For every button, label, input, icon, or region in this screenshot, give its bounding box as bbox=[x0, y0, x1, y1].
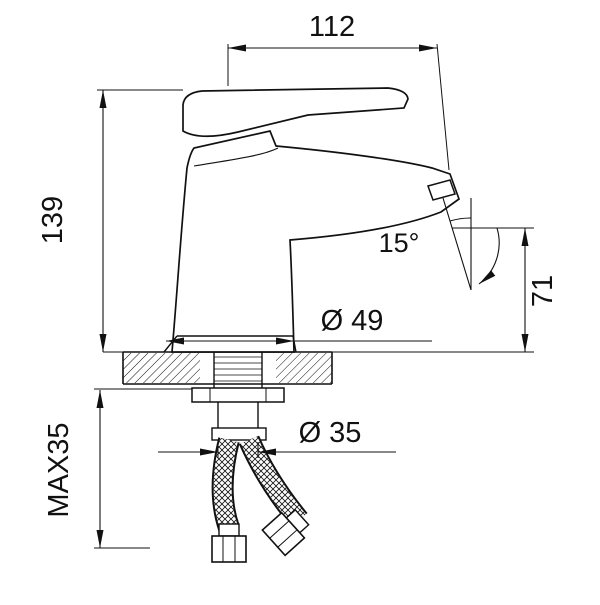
max-thickness-dimension-label: MAX35 bbox=[43, 422, 75, 517]
mounting-shank bbox=[191, 352, 285, 441]
faucet-neck-line bbox=[193, 147, 279, 167]
aerator bbox=[427, 179, 456, 201]
angle-lines bbox=[442, 197, 472, 291]
outlet-height-dimension-label: 71 bbox=[527, 275, 559, 307]
outlet-angle-label: 15° bbox=[379, 228, 420, 258]
faucet bbox=[163, 87, 461, 353]
faucet-body-spout bbox=[171, 130, 461, 353]
shank-lower bbox=[217, 402, 259, 428]
dimension-shank-diameter: Ø 35 bbox=[158, 417, 396, 458]
base-diameter-dimension-label: Ø 49 bbox=[321, 305, 384, 337]
ext-line-112-right bbox=[436, 43, 450, 171]
hose-nut-left bbox=[211, 523, 247, 563]
hose-nut-right bbox=[261, 508, 310, 557]
locking-nut bbox=[191, 387, 285, 403]
locking-nut-facets bbox=[209, 388, 267, 402]
angle-arc bbox=[449, 217, 472, 222]
dimension-body-height: 139 bbox=[37, 89, 183, 352]
dimension-base-diameter: Ø 49 bbox=[166, 305, 432, 345]
dimension-max-thickness: MAX35 bbox=[43, 388, 192, 549]
spout-reach-dimension-label: 112 bbox=[309, 11, 355, 43]
hose-left-braid bbox=[213, 437, 238, 531]
deck-hatch-right bbox=[276, 353, 332, 383]
angle-arrow-arc bbox=[478, 227, 500, 285]
shank-threads bbox=[214, 356, 262, 382]
body-height-dimension-label: 139 bbox=[37, 196, 69, 244]
deck-hatch-left bbox=[123, 353, 200, 383]
supply-hoses bbox=[211, 435, 310, 563]
shank-walls bbox=[213, 352, 263, 388]
shank-diameter-dimension-label: Ø 35 bbox=[299, 417, 362, 449]
dimension-outlet-height: 71 bbox=[452, 227, 559, 352]
hose-connector bbox=[211, 427, 267, 441]
dimension-spout-reach: 112 bbox=[227, 11, 450, 171]
mounting-deck bbox=[103, 351, 534, 385]
angle-annotation: 15° bbox=[379, 197, 500, 291]
faucet-handle bbox=[182, 87, 409, 138]
